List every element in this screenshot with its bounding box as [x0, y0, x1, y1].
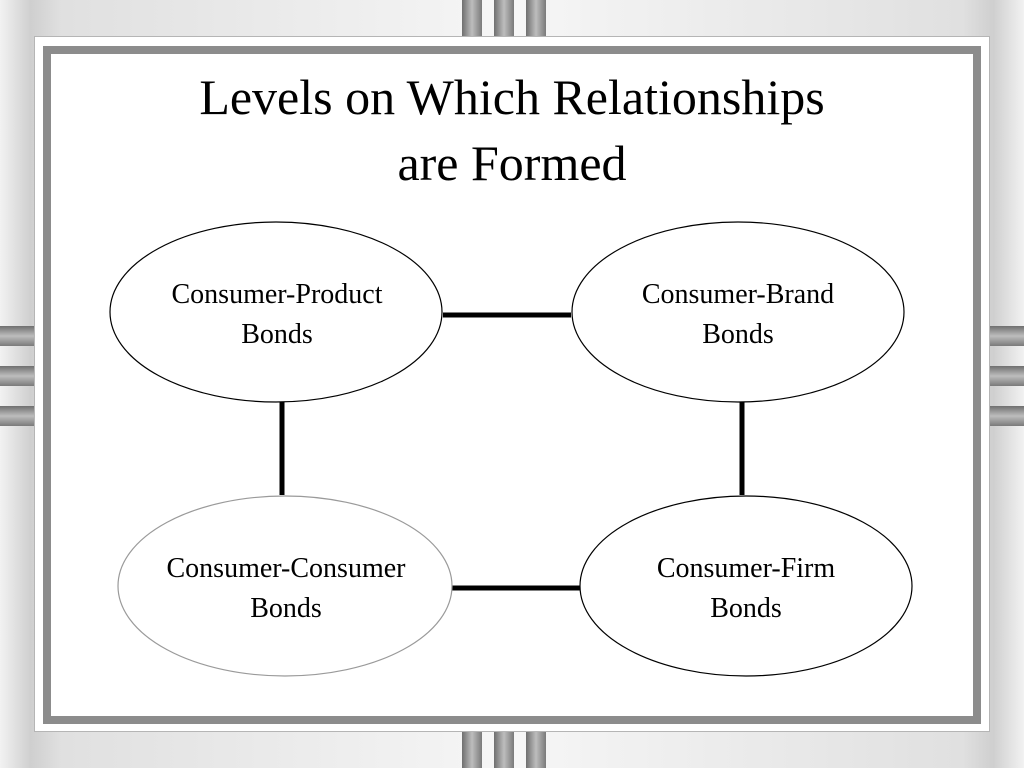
- node-consumer-brand-ellipse: [571, 221, 905, 403]
- node-consumer-brand-label-line-2: Bonds: [702, 319, 774, 350]
- node-consumer-product-label-line-1: Consumer-Product: [172, 279, 383, 310]
- node-consumer-firm-label-line-2: Bonds: [710, 593, 782, 624]
- node-consumer-consumer: Consumer-Consumer Bonds: [117, 495, 453, 677]
- node-consumer-firm-ellipse: [579, 495, 913, 677]
- node-consumer-product-label-line-2: Bonds: [241, 319, 313, 350]
- node-consumer-brand: Consumer-Brand Bonds: [571, 221, 905, 403]
- slide-title-line-1: Levels on Which Relationships: [199, 69, 825, 125]
- slide-title: Levels on Which Relationships are Formed: [120, 64, 904, 196]
- node-consumer-brand-label-line-1: Consumer-Brand: [642, 279, 834, 310]
- node-consumer-product-ellipse: [109, 221, 443, 403]
- node-consumer-product: Consumer-Product Bonds: [109, 221, 443, 403]
- node-consumer-consumer-label-line-1: Consumer-Consumer: [167, 553, 407, 584]
- node-consumer-firm: Consumer-Firm Bonds: [579, 495, 913, 677]
- node-consumer-firm-label-line-1: Consumer-Firm: [657, 553, 836, 584]
- slide-title-line-2: are Formed: [397, 135, 627, 191]
- node-consumer-consumer-label-line-2: Bonds: [250, 593, 322, 624]
- node-consumer-consumer-ellipse: [117, 495, 453, 677]
